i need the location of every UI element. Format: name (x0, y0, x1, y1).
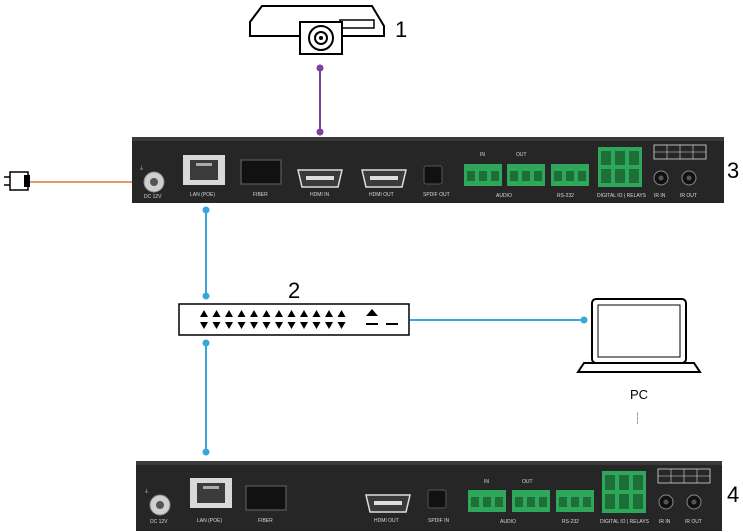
ir-out-port (681, 170, 697, 186)
switch-port-down (337, 322, 346, 329)
laptop-icon (576, 298, 702, 373)
switch-port-up (200, 310, 208, 317)
network-cable-end (202, 339, 210, 347)
switch-port-up (262, 310, 271, 317)
rs232-label: RS-232 (557, 193, 574, 199)
switch-port-down (225, 322, 233, 329)
ir-out-label: IR OUT (680, 193, 697, 199)
switch-port-up (300, 310, 308, 317)
fiber-label: FIBER (258, 518, 273, 524)
network-cable-end (202, 206, 210, 214)
lan-port (190, 478, 232, 508)
ir-out-port (686, 494, 702, 510)
switch-port-up (325, 310, 333, 317)
rs232-label: RS-232 (562, 519, 579, 525)
ir-in-port (658, 494, 674, 510)
pc-sublabel: ~~~ (633, 412, 640, 424)
dc-label: DC 12V (150, 519, 168, 525)
audio-in-terminal (464, 164, 502, 186)
dio-label: DIGITAL IO | RELAYS (600, 519, 650, 525)
lan-port (183, 155, 225, 185)
audio-in-label: IN (480, 152, 485, 158)
audio-in-label: IN (484, 479, 489, 485)
switch-port-down (212, 322, 221, 329)
spdif-port (423, 165, 443, 185)
rs232-terminal (556, 490, 594, 512)
fiber-port (240, 159, 282, 185)
svg-text:⏚: ⏚ (144, 488, 149, 495)
spdif-label: SPDIF IN (428, 518, 450, 524)
audio-label: AUDIO (496, 193, 512, 199)
switch-port-up (212, 310, 221, 317)
callout-transmitter: 3 (727, 158, 739, 183)
dio-label: DIGITAL IO | RELAYS (597, 193, 647, 199)
network-cable-end (202, 292, 210, 300)
hdmi-out-port (365, 494, 411, 513)
switch-port-down (262, 322, 271, 329)
rs232-terminal (551, 164, 589, 186)
dio-pinout-table (657, 468, 711, 484)
receiver-device: ⏚ DC 12V LAN (POE) FIBER HDMI OUT SPDIF … (136, 461, 722, 531)
hdmi-in-port (297, 169, 343, 188)
switch-port-up (225, 310, 233, 317)
hdmi-out-label: HDMI OUT (369, 192, 394, 198)
network-switch (178, 303, 410, 336)
audio-out-terminal (512, 490, 550, 512)
digital-io-terminal (602, 471, 646, 513)
hdmi-in-label: HDMI IN (310, 192, 330, 198)
audio-out-label: OUT (516, 152, 527, 158)
dc-label: DC 12V (144, 194, 162, 200)
audio-out-label: OUT (522, 479, 533, 485)
projector-cable-end (316, 64, 324, 72)
switch-port-up (237, 310, 246, 317)
digital-io-terminal (598, 147, 642, 187)
switch-port-down (325, 322, 333, 329)
callout-switch: 2 (288, 278, 300, 303)
switch-port-down (312, 322, 321, 329)
transmitter-device: ⏚ DC 12V LAN (POE) FIBER HDMI IN HDMI OU… (132, 137, 724, 203)
ir-in-port (653, 170, 669, 186)
spdif-port (427, 489, 447, 509)
dc-power-port: ⏚ (144, 488, 171, 516)
fiber-label: FIBER (253, 192, 268, 198)
callout-receiver: 4 (727, 482, 739, 507)
switch-port-down (275, 322, 283, 329)
switch-port-down (250, 322, 258, 329)
pc-label: PC (630, 387, 648, 402)
power-adapter-icon (4, 171, 30, 191)
fiber-port (245, 485, 287, 511)
ir-in-label: IR IN (659, 519, 671, 525)
switch-port-up (250, 310, 258, 317)
hdmi-out-label: HDMI OUT (374, 518, 399, 524)
network-cable-end (202, 448, 210, 456)
spdif-label: SPDIF OUT (423, 192, 450, 198)
callout-projector: 1 (395, 17, 407, 42)
switch-port-up (287, 310, 296, 317)
audio-out-terminal (507, 164, 545, 186)
audio-label: AUDIO (500, 519, 516, 525)
switch-ports (200, 310, 346, 329)
switch-port-up (275, 310, 283, 317)
switch-port-down (287, 322, 296, 329)
network-cable-end (580, 316, 588, 324)
ir-in-label: IR IN (654, 193, 666, 199)
dc-power-port: ⏚ (139, 165, 165, 193)
switch-port-up (337, 310, 346, 317)
switch-port-up (312, 310, 321, 317)
svg-text:⏚: ⏚ (139, 165, 144, 172)
lan-label: LAN (POE) (197, 518, 222, 524)
projector-icon (249, 5, 385, 55)
projector-cable-end (316, 128, 324, 136)
switch-port-down (300, 322, 308, 329)
hdmi-out-port (361, 169, 407, 188)
switch-port-down (200, 322, 208, 329)
dio-pinout-table (653, 144, 707, 160)
ir-out-label: IR OUT (685, 519, 702, 525)
audio-in-terminal (468, 490, 506, 512)
lan-label: LAN (POE) (190, 192, 215, 198)
switch-port-down (237, 322, 246, 329)
